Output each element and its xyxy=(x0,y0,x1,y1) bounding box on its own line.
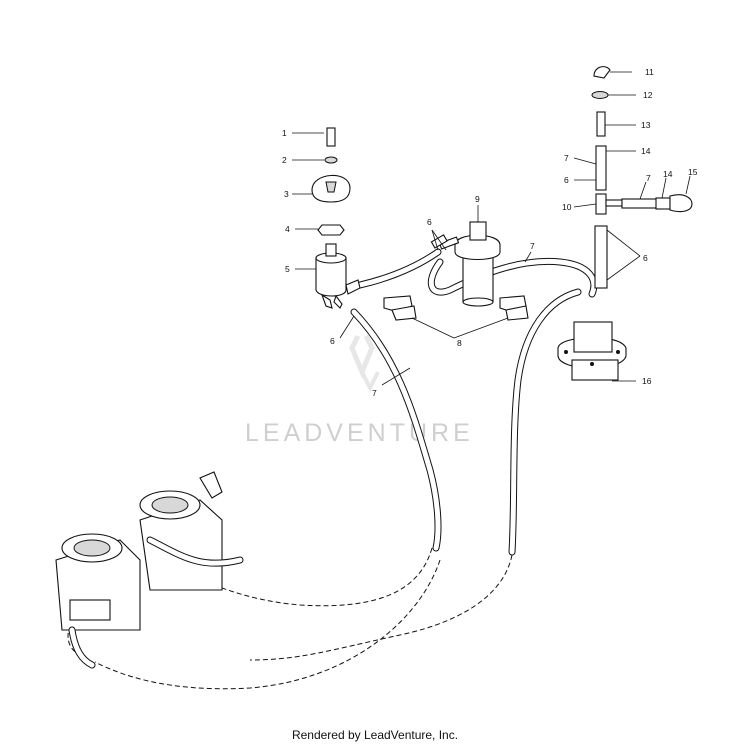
callout-12: 12 xyxy=(643,90,653,100)
callout-1: 1 xyxy=(282,128,287,138)
callout-6: 6 xyxy=(330,336,335,346)
callout-6: 6 xyxy=(643,253,648,263)
callout-14: 14 xyxy=(663,169,673,179)
watermark: LEADVENTURE xyxy=(245,334,474,447)
washer xyxy=(324,156,338,164)
nut xyxy=(317,224,345,236)
check-valve xyxy=(596,111,606,137)
callout-5: 5 xyxy=(285,264,290,274)
rendered-by-footer: Rendered by LeadVenture, Inc. xyxy=(291,728,459,742)
callout-9: 9 xyxy=(475,194,480,204)
vent-filter xyxy=(669,194,693,213)
callout-10: 10 xyxy=(562,202,572,212)
valve-body xyxy=(315,257,347,297)
vent-fittings xyxy=(591,66,693,289)
fuel-hoses xyxy=(350,248,598,556)
callout-13: 13 xyxy=(641,120,651,130)
vent-hose-side xyxy=(621,198,659,209)
leader-lines xyxy=(292,71,691,386)
callout-7: 7 xyxy=(372,388,377,398)
callout-3: 3 xyxy=(284,189,289,199)
callout-16: 16 xyxy=(642,376,652,386)
callout-15: 15 xyxy=(688,167,698,177)
callout-7: 7 xyxy=(646,173,651,183)
callout-4: 4 xyxy=(285,224,290,234)
vent-elbow xyxy=(593,66,611,79)
watermark-logo-mark xyxy=(349,334,380,393)
callouts: 1 2 3 4 5 6 6 6 6 7 7 7 7 8 9 10 11 12 1… xyxy=(282,67,698,398)
filter-head xyxy=(469,221,487,241)
callout-7: 7 xyxy=(564,153,569,163)
fuel-filter xyxy=(430,221,501,307)
vent-hose-long xyxy=(594,225,608,289)
callout-6: 6 xyxy=(427,217,432,227)
callout-2: 2 xyxy=(282,155,287,165)
callout-6: 6 xyxy=(564,175,569,185)
callout-7: 7 xyxy=(530,241,535,251)
tee-fitting xyxy=(595,193,607,215)
callout-8: 8 xyxy=(457,338,462,348)
fuel-pickup-assembly xyxy=(557,321,627,381)
callout-11: 11 xyxy=(645,67,654,77)
check-valve-clamp xyxy=(591,91,609,99)
callout-14: 14 xyxy=(641,146,651,156)
fuel-valve-assembly xyxy=(311,127,361,309)
screw xyxy=(326,127,336,147)
hose-clips xyxy=(383,295,529,321)
vent-hose-short xyxy=(595,145,607,191)
watermark-text: LEADVENTURE xyxy=(245,419,474,447)
carburetors xyxy=(55,471,244,669)
